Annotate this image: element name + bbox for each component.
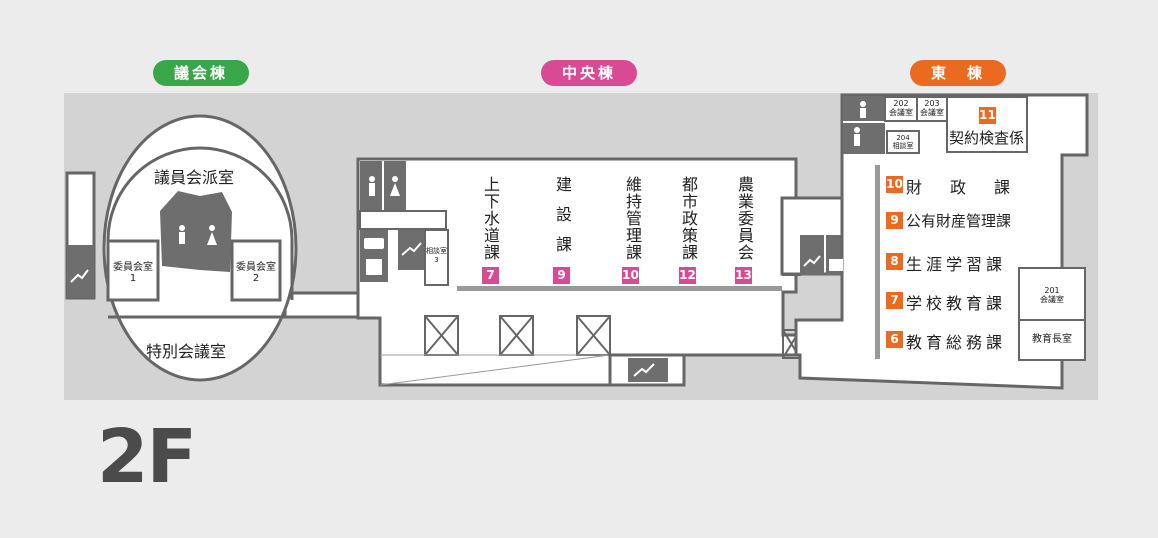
dept-maintenance-number: 10 [622, 267, 639, 284]
east-dept-1-label: 財 政 課 [906, 178, 1017, 197]
dept-urban-policy-number: 12 [679, 267, 696, 284]
room-202-label: 202 会議室 [885, 99, 917, 117]
dept-agriculture: 農業委員会 [735, 176, 754, 261]
room-204-label: 204 相談室 [887, 134, 919, 150]
stairs-block-left [67, 245, 94, 298]
committee-room-1-text: 委員会室 [113, 262, 153, 273]
dept-water: 上下水道課 [481, 176, 500, 261]
east-dept-5-label: 教育総務課 [906, 333, 1007, 352]
consult-room-3-text: 相談室 [426, 247, 447, 255]
wing-label-assembly: 議会棟 [153, 60, 249, 86]
east-dept-1-number: 10 [886, 176, 903, 193]
committee-room-2-box [230, 239, 282, 302]
room-201-number: 201 [1044, 286, 1060, 295]
east-dept-2-label: 公有財産管理課 [906, 212, 1012, 230]
special-room-label: 特別会議室 [146, 342, 227, 361]
dept-construction-number: 9 [553, 267, 570, 284]
east-dept-3-label: 生涯学習課 [906, 255, 1007, 274]
superintendent-room-label: 教育長室 [1032, 334, 1072, 345]
committee-room-2-number: 2 [252, 273, 260, 284]
contract-number: 11 [979, 107, 996, 124]
east-dept-2-number: 9 [886, 212, 903, 229]
committee-room-2-text: 委員会室 [236, 262, 276, 273]
room-203-text: 会議室 [920, 108, 944, 117]
consult-room-3-number: 3 [434, 256, 439, 264]
dept-urban-policy: 都市政策課 [679, 176, 698, 261]
room-201-label: 201 会議室 [1019, 286, 1085, 304]
room-204-text: 相談室 [892, 142, 914, 150]
consult-room-3-label: 相談室 3 [425, 247, 448, 265]
counter-line [457, 286, 782, 291]
room-203-label: 203 会議室 [917, 99, 947, 117]
dept-agriculture-number: 13 [735, 267, 752, 284]
east-dept-5-number: 6 [886, 331, 903, 348]
contract-label: 契約検査係 [949, 129, 1025, 147]
room-202-number: 202 [893, 99, 909, 108]
room-201-text: 会議室 [1040, 295, 1064, 304]
east-dept-4-label: 学校教育課 [906, 294, 1007, 313]
room-204-number: 204 [896, 134, 910, 142]
inner-ring [106, 146, 294, 300]
east-dept-4-number: 7 [886, 292, 903, 309]
faction-room-label: 議員会派室 [154, 168, 235, 187]
counter-line-east [875, 165, 880, 359]
committee-room-1-label: 委員会室 1 [108, 262, 158, 284]
east-dept-3-number: 8 [886, 253, 903, 270]
dept-water-number: 7 [482, 267, 499, 284]
corridor-block [359, 210, 447, 230]
assembly-core-2 [200, 192, 232, 272]
dept-maintenance: 維持管理課 [623, 176, 642, 261]
consult-room-3-box [424, 229, 449, 286]
east-building [794, 93, 1089, 390]
wing-label-east: 東 棟 [910, 60, 1006, 86]
wing-label-central: 中央棟 [541, 60, 637, 86]
dept-construction: 建設課 [553, 176, 572, 266]
assembly-core [160, 191, 200, 270]
committee-room-2-label: 委員会室 2 [232, 262, 280, 284]
committee-room-1-number: 1 [129, 273, 137, 284]
floor-label: 2F [97, 414, 197, 500]
room-203-number: 203 [924, 99, 940, 108]
room-202-text: 会議室 [889, 108, 913, 117]
committee-room-1-box [106, 239, 160, 302]
